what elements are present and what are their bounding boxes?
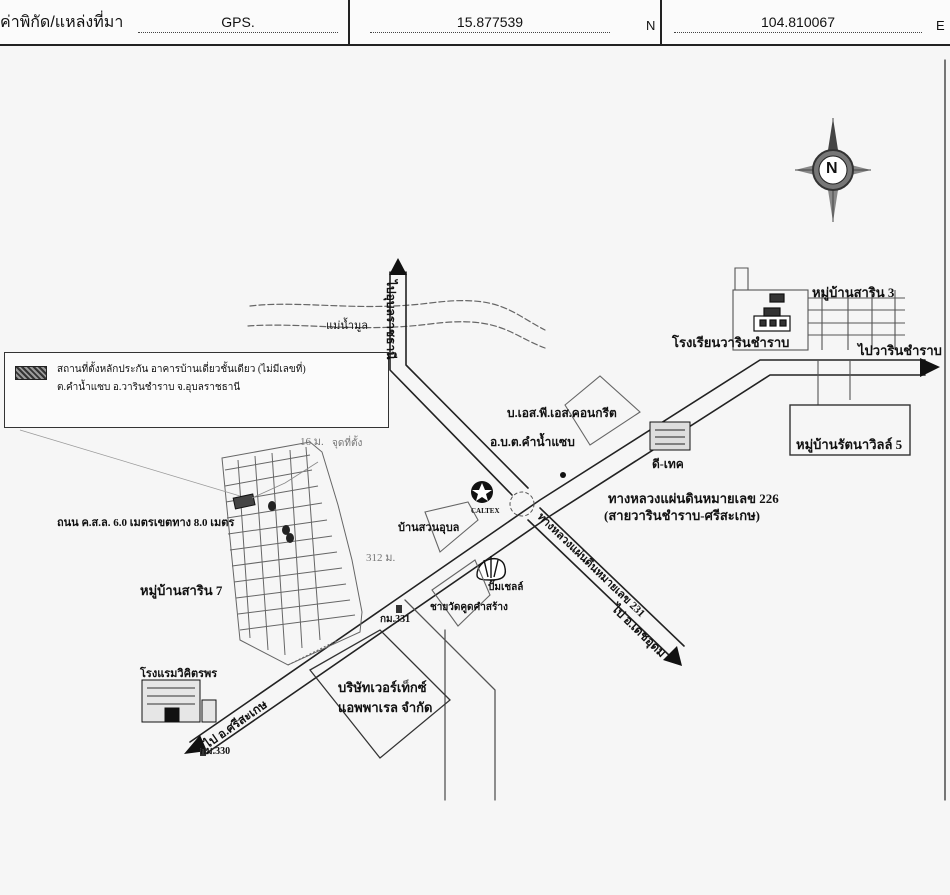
road-to-ubon [389,271,529,496]
distance-312m-label: 312 ม. [366,552,396,564]
source-value: GPS. [138,14,338,33]
source-cell: ค่าพิกัด/แหล่งที่มา GPS. [0,0,350,44]
village-7-label: หมู่บ้านสาริน 7 [140,583,223,598]
road-arrows [184,258,940,754]
legend-text: สถานที่ตั้งหลักประกัน อาคารบ้านเดี่ยวชั้… [57,361,306,397]
village-5-box [789,404,911,456]
leader-line [251,461,319,499]
coord-label: ค่าพิกัด/แหล่งที่มา [0,14,124,31]
school-label: โรงเรียนวารินชำราบ [672,335,790,350]
legend-leader-line [19,429,241,497]
wat-label: ชายวัดคูดคำสร้าง [430,602,508,613]
distance-16m-label: 16 ม. [300,436,324,448]
company-line-2: แอพพาเรล จำกัด [338,700,433,715]
river [247,300,546,349]
baan-suan-label: บ้านสวนอุบล [398,522,460,534]
arrow-southeast [663,646,682,666]
longitude-cell: 104.810067 E [662,0,950,44]
highway-231 [527,507,685,659]
village-5-label: หมู่บ้านรัตนาวิลล์ 5 [796,437,903,452]
legend-line-1: สถานที่ตั้งหลักประกัน อาคารบ้านเดี่ยวชั้… [57,364,306,375]
dtech-label: ดี-เทค [652,457,684,471]
latitude-cell: 15.877539 N [350,0,662,44]
legend-hatch-swatch [15,366,47,380]
asset-point-label: จุดที่ตั้ง [332,438,363,449]
legend-line-2: ต.คำน้ำแซบ อ.วารินชำราบ จ.อุบลราชธานี [57,382,241,393]
compass-rose-icon [795,118,871,222]
obt-label: อ.บ.ต.คำน้ำแซบ [490,435,575,449]
shell-logo-icon [476,556,507,581]
caltex-label: CALTEX [471,507,500,515]
company-line-1: บริษัทเวอร์เท็กซ์ [338,680,427,695]
hotel-building-icon [141,679,217,723]
school-building-icon [753,293,791,332]
dtech-building-icon [649,421,691,451]
asset-location-marker [232,493,256,510]
roadside-parcels [309,501,491,759]
highway-226-label: ทางหลวงแผ่นดินหมายเลข 226 [608,491,779,506]
village-3-grid [732,267,905,405]
village-3-label: หมู่บ้านสาริน 3 [812,285,895,300]
location-map [19,59,946,801]
obt-marker [560,472,566,478]
compass-north-label: N [826,160,838,177]
coordinate-header: ค่าพิกัด/แหล่งที่มา GPS. 15.877539 N 104… [0,0,950,46]
shell-station-label: ปั๊มเชลล์ [488,582,524,593]
km331-post-icon [396,605,402,613]
river-label: แม่น้ำมูล [326,320,369,332]
sps-parcel [564,375,641,446]
km330-label: กม.330 [200,746,231,757]
latitude-unit: N [646,18,656,33]
village-7-grid [221,441,363,666]
to-warin-label: ไปวารินชำราบ [858,343,942,358]
arrow-east [920,358,940,377]
km331-label: กม.331 [380,614,411,625]
longitude-value: 104.810067 [674,14,922,33]
road-spec-label: ถนน ค.ส.ล. 6.0 เมตรเขตทาง 8.0 เมตร [57,517,235,529]
arrow-north [389,258,407,275]
highway-226-route-label: (สายวารินชำราบ-ศรีสะเกษ) [604,508,760,523]
hotel-label: โรงแรมวิคิตรพร [140,668,218,680]
house-markers [268,501,294,543]
legend-box: สถานที่ตั้งหลักประกัน อาคารบ้านเดี่ยวชั้… [4,352,389,428]
longitude-unit: E [936,18,945,33]
km330-post-icon [200,748,206,756]
caltex-logo-icon [471,481,493,503]
latitude-value: 15.877539 [370,14,610,33]
sps-concrete-label: บ.เอส.พี.เอส.คอนกรีต [507,406,617,420]
to-ubon-label: ไปอุบลราชธานี [384,280,398,360]
